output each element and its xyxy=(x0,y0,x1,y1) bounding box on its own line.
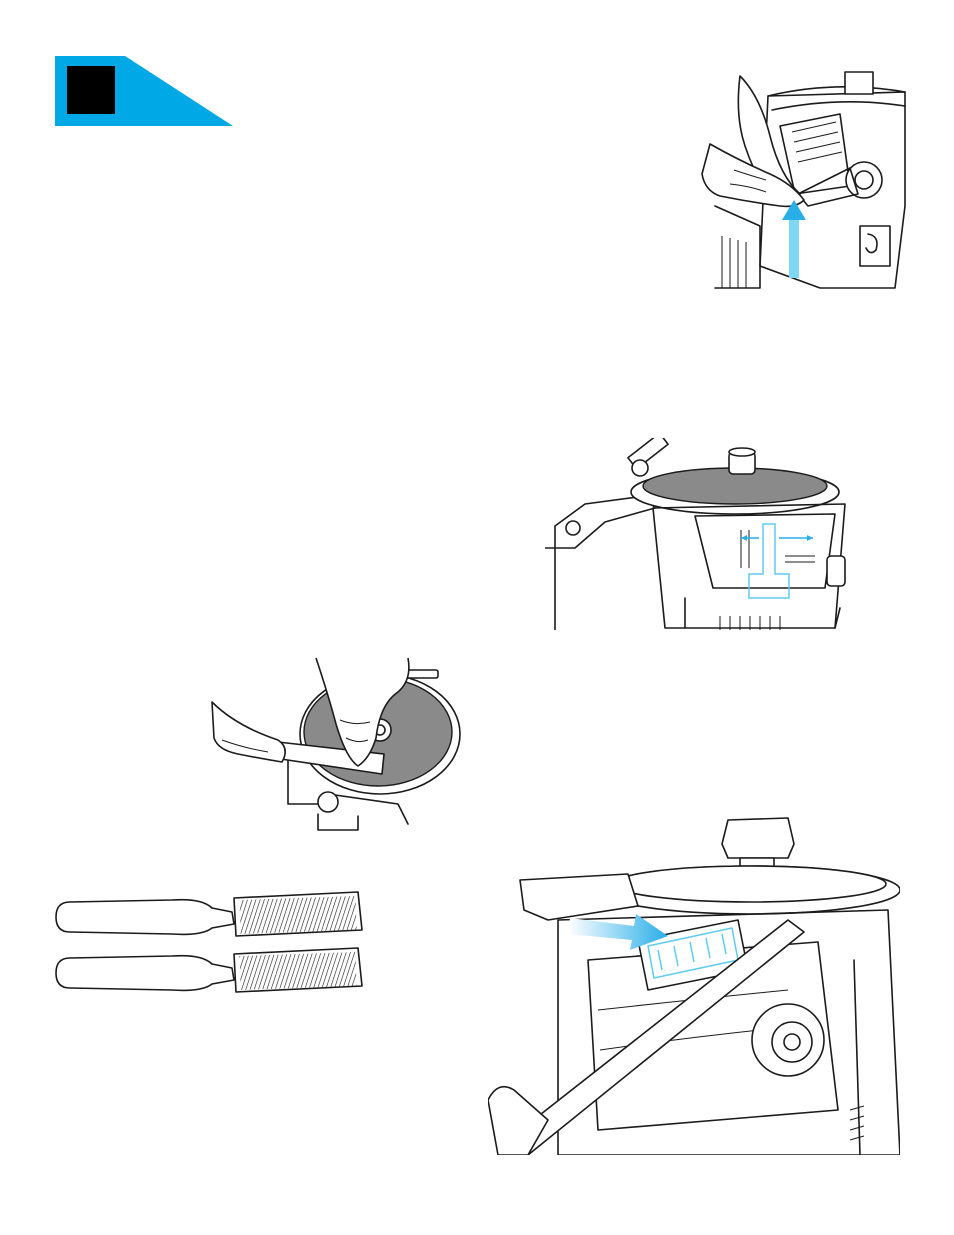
step-number-marker xyxy=(67,66,115,114)
step-header-badge xyxy=(55,56,233,126)
figure-hand-lifting-lever xyxy=(700,66,910,292)
figure-disc-gap-measure xyxy=(545,438,855,630)
disc-gap-measure-illustration xyxy=(545,438,855,630)
step-header-shape xyxy=(55,56,233,126)
figure-two-files xyxy=(52,886,364,996)
file-in-holder-illustration xyxy=(488,810,900,1155)
two-files-illustration xyxy=(52,886,364,996)
hand-lifting-lever-illustration xyxy=(700,66,910,292)
figure-chisel-on-disc xyxy=(208,654,470,832)
figure-file-in-holder xyxy=(488,810,900,1155)
chisel-on-disc-illustration xyxy=(208,654,470,832)
